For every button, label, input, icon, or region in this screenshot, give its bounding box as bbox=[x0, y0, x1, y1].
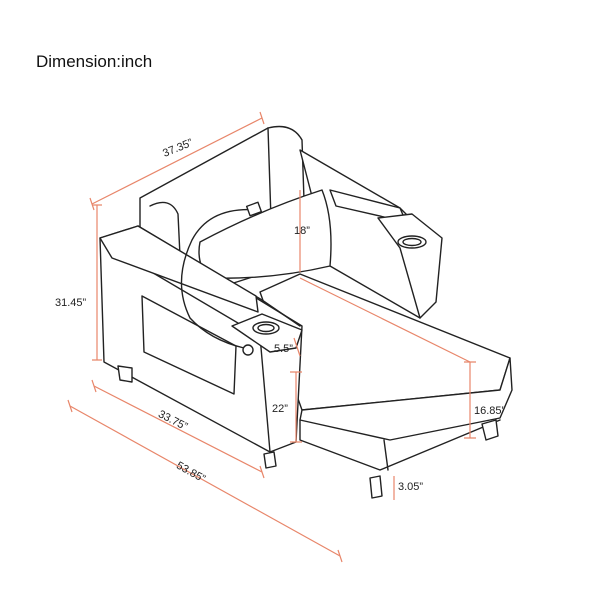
label-length-total: 53.85” bbox=[174, 460, 207, 486]
label-width-arm: 33.75” bbox=[156, 408, 190, 433]
cup-holder-right-icon bbox=[397, 235, 427, 249]
label-pillow: 18” bbox=[294, 225, 310, 237]
label-depth-top: 37.35” bbox=[161, 137, 195, 160]
sofa-drawing bbox=[99, 125, 513, 499]
charging-cable-icon bbox=[180, 208, 259, 349]
label-seat-height: 16.85” bbox=[474, 405, 506, 417]
label-arm-height: 22” bbox=[272, 403, 288, 415]
dimension-lines bbox=[67, 111, 476, 563]
label-cup-holder: 5.5” bbox=[274, 343, 293, 355]
label-height-total: 31.45” bbox=[55, 297, 87, 309]
cup-holder-left-icon bbox=[252, 321, 280, 335]
page-title: Dimension:inch bbox=[36, 52, 153, 71]
label-leg-height: 3.05” bbox=[398, 481, 423, 493]
